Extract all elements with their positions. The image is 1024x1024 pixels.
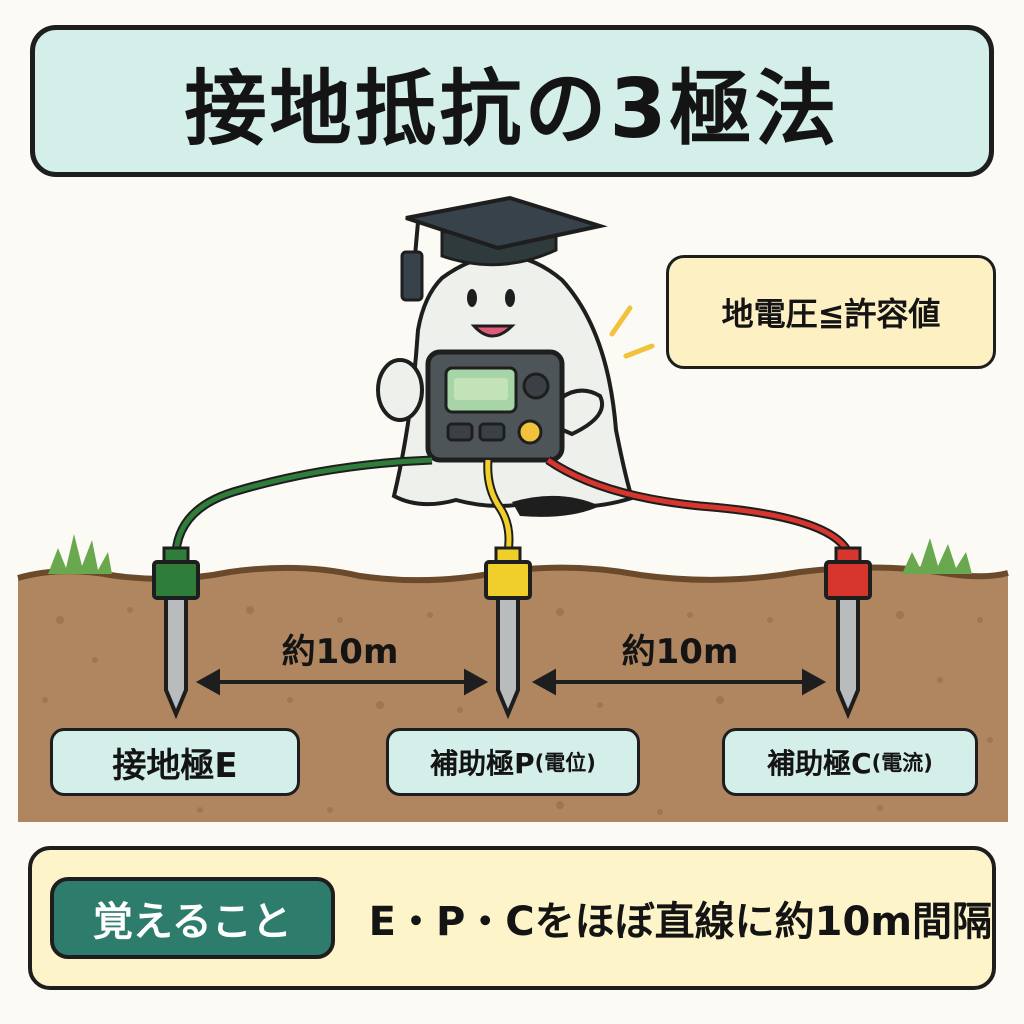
grass-tuft-right xyxy=(902,538,972,574)
grass-tuft-left xyxy=(48,534,112,574)
electrode-label-c: 補助極C (電流) xyxy=(722,728,978,796)
memo-box: 覚えること E・P・Cをほぼ直線に約10m間隔 xyxy=(28,846,996,990)
electrode-name: 補助極C xyxy=(767,747,872,780)
distance-arrow-e-p xyxy=(195,668,489,696)
title-banner: 接地抵抗の3極法 xyxy=(30,25,994,177)
distance-label-e-p: 約10m xyxy=(281,631,399,672)
electrode-sub: (電位) xyxy=(534,751,596,775)
distance-arrow-p-c xyxy=(531,668,827,696)
memo-badge: 覚えること xyxy=(50,877,335,959)
memo-text: E・P・Cをほぼ直線に約10m間隔 xyxy=(368,899,992,945)
electrode-c xyxy=(824,546,872,720)
electrode-p xyxy=(484,546,532,720)
electrode-label-e: 接地極E xyxy=(50,728,300,796)
page-title: 接地抵抗の3極法 xyxy=(184,61,840,157)
electrode-name: 接地極E xyxy=(112,745,238,786)
electrode-label-p: 補助極P (電位) xyxy=(386,728,640,796)
electrode-e xyxy=(152,546,200,720)
sparkle-lines xyxy=(609,305,655,359)
earth-resistance-meter xyxy=(425,349,565,463)
graduation-cap-icon xyxy=(400,195,608,302)
distance-label-p-c: 約10m xyxy=(621,631,739,672)
callout-box: 地電圧≦許容値 xyxy=(666,255,996,369)
callout-text: 地電圧≦許容値 xyxy=(721,295,941,333)
electrode-name: 補助極P xyxy=(430,747,535,780)
electrode-sub: (電流) xyxy=(871,751,933,775)
